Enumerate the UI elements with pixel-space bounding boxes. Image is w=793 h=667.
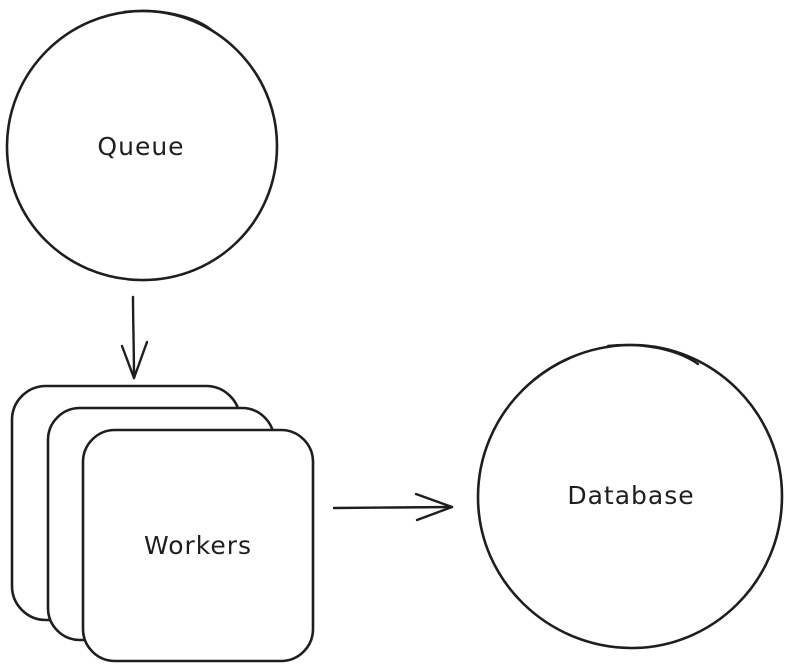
arrow-workers-to-database-shaft	[332, 505, 454, 510]
database-circle	[476, 343, 784, 650]
queue-circle-sketch-overlap	[122, 9, 216, 34]
queue-circle	[5, 9, 279, 282]
database-circle-sketch-overlap	[606, 343, 700, 366]
workers-card-front	[81, 428, 315, 663]
arrow-queue-to-workers-head	[120, 340, 149, 380]
arrow-queue-to-workers-shaft	[131, 295, 136, 380]
workers-label: Workers	[144, 531, 252, 560]
queue-node[interactable]: Queue	[5, 9, 279, 282]
queue-label: Queue	[97, 132, 184, 161]
arrow-workers-to-database	[332, 492, 454, 522]
arrow-queue-to-workers	[120, 295, 149, 380]
database-node[interactable]: Database	[476, 343, 784, 650]
arrow-workers-to-database-head	[414, 492, 454, 522]
workers-node[interactable]: Workers	[10, 384, 315, 663]
database-label: Database	[567, 481, 694, 510]
